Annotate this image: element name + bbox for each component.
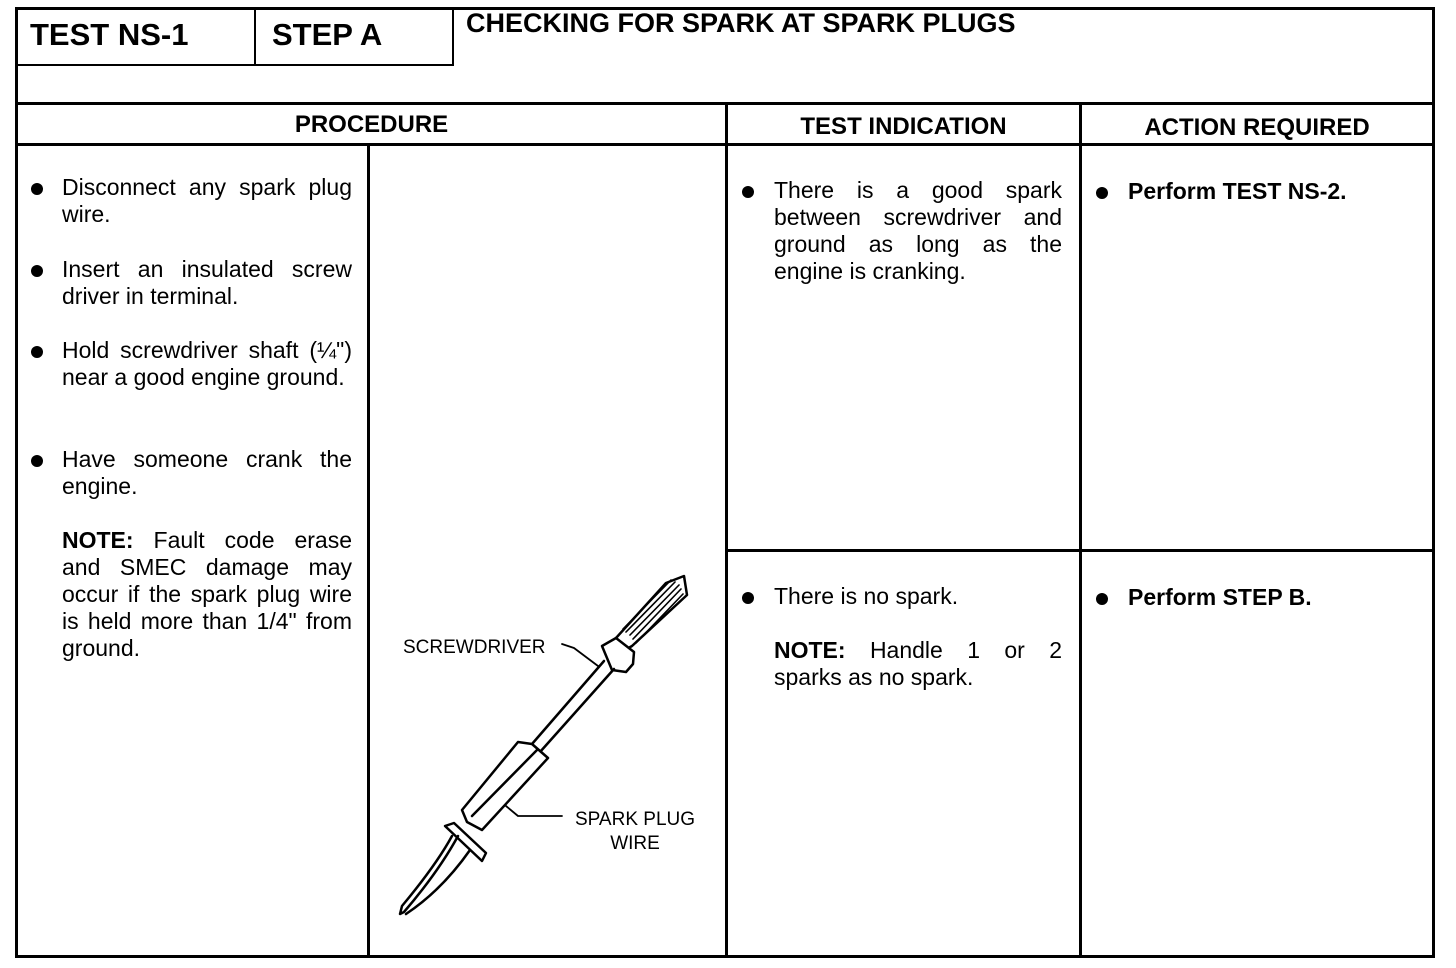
screwdriver-illustration xyxy=(398,574,689,916)
spark-plug-boot xyxy=(460,740,550,832)
note-text: Fault code erase and SMEC damage may occ… xyxy=(62,527,352,661)
step-label: STEP A xyxy=(272,17,383,52)
bullet-icon xyxy=(742,592,754,604)
label-screwdriver: SCREWDRIVER xyxy=(403,637,546,658)
indication-good-spark: There is a good spark between screwdrive… xyxy=(774,177,1062,284)
spark-plug-wire xyxy=(398,834,460,916)
bullet-icon xyxy=(742,186,754,198)
bullet-icon xyxy=(31,183,43,195)
note-label: NOTE: xyxy=(774,637,846,663)
bullet-icon xyxy=(1096,187,1108,199)
indication-no-spark: There is no spark. xyxy=(774,583,959,609)
column-header-action-required: ACTION REQUIRED xyxy=(1144,114,1370,141)
procedure-step-1: Disconnect any spark plug wire. xyxy=(62,174,352,227)
label-spark-plug-wire: SPARK PLUG WIRE xyxy=(574,809,696,854)
test-id: TEST NS-1 xyxy=(30,17,189,52)
procedure-step-4: Have someone crank the engine. xyxy=(62,446,352,499)
bullet-icon xyxy=(31,346,43,358)
bullet-icon xyxy=(31,265,43,277)
action-perform-test-ns-2: Perform TEST NS-2. xyxy=(1128,178,1347,204)
action-perform-step-b: Perform STEP B. xyxy=(1128,584,1312,610)
page-title: CHECKING FOR SPARK AT SPARK PLUGS xyxy=(466,8,1016,38)
indication-note: NOTE: Handle 1 or 2 sparks as no spark. xyxy=(774,637,1062,691)
column-header-procedure: PROCEDURE xyxy=(294,111,449,138)
column-header-test-indication: TEST INDICATION xyxy=(800,113,1007,140)
bullet-icon xyxy=(31,455,43,467)
note-label: NOTE: xyxy=(62,527,134,553)
bullet-icon xyxy=(1096,593,1108,605)
note-text: Handle 1 or 2 sparks as no spark. xyxy=(774,637,1062,690)
procedure-step-3: Hold screwdriver shaft (¼") near a good … xyxy=(62,337,352,390)
procedure-step-2: Insert an insulated screw driver in term… xyxy=(62,256,352,309)
procedure-note: NOTE: Fault code erase and SMEC damage m… xyxy=(62,527,352,662)
